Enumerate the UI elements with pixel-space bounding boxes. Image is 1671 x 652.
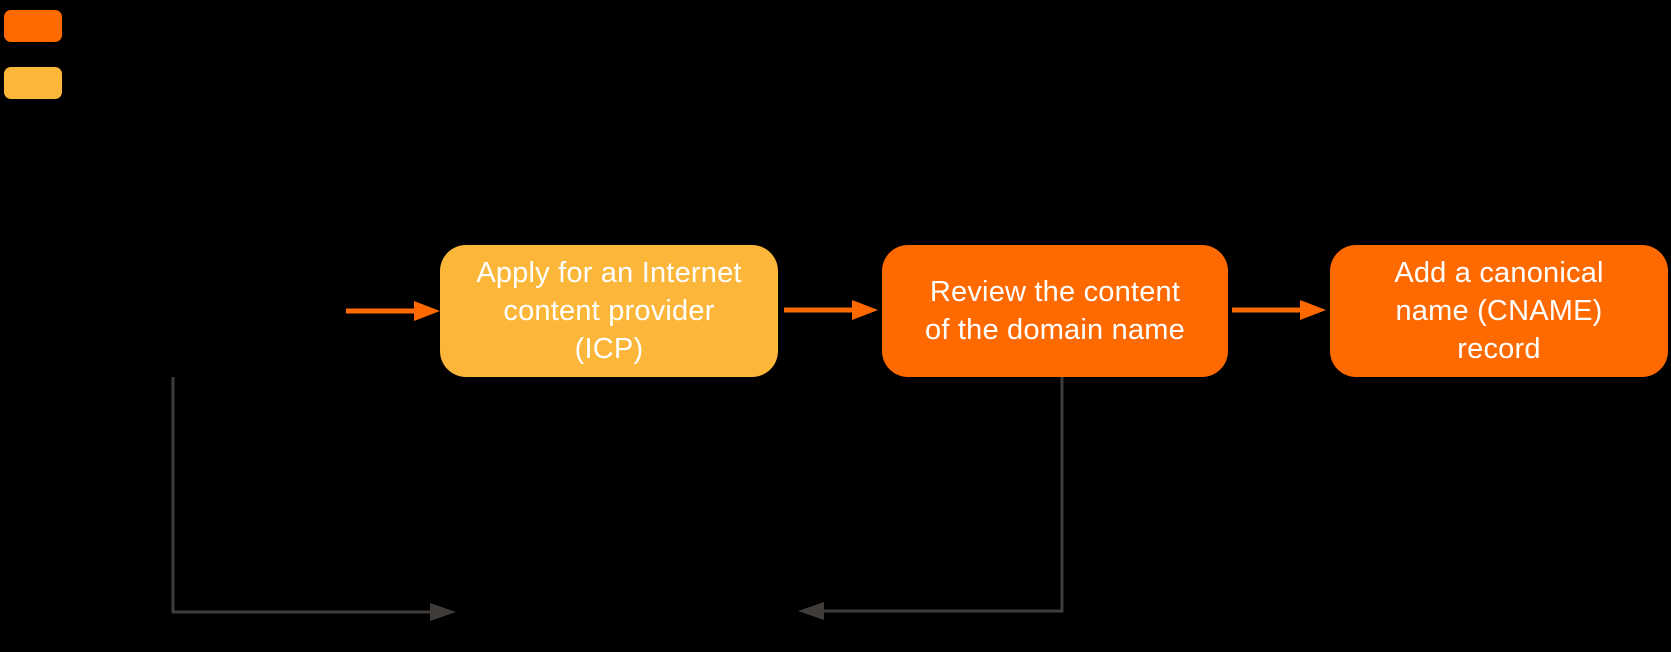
elbow-arrow-down-right-icon xyxy=(171,377,456,621)
flow-node-review-domain-content: Review the content of the domain name xyxy=(882,245,1228,377)
flow-node-apply-icp: Apply for an Internet content provider (… xyxy=(440,245,778,377)
elbow-arrow-down-left-icon xyxy=(798,377,1064,620)
arrow-right-icon xyxy=(784,300,878,320)
legend-orange-swatch xyxy=(4,10,62,42)
flow-node-add-cname-record: Add a canonical name (CNAME) record xyxy=(1330,245,1668,377)
legend-amber-swatch xyxy=(4,67,62,99)
arrow-right-icon xyxy=(346,301,440,321)
arrow-right-icon xyxy=(1232,300,1326,320)
